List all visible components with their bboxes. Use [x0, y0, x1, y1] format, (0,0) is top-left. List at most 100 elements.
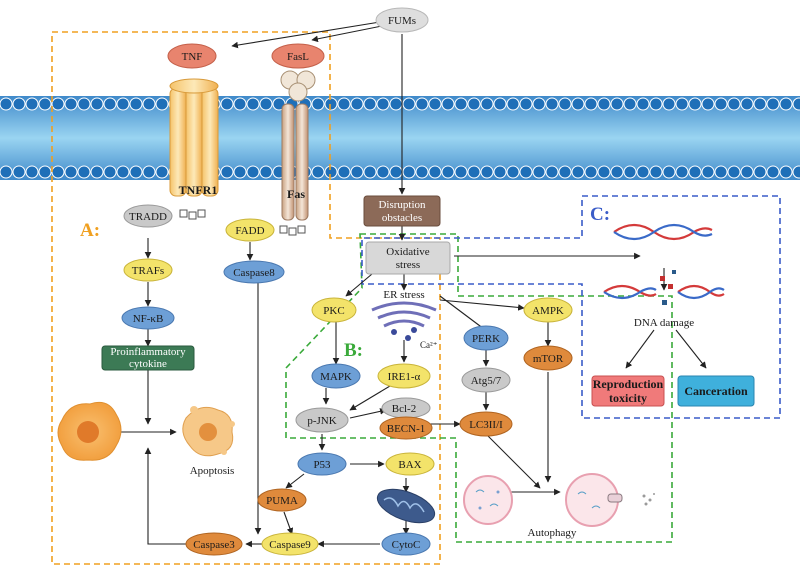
- apoptotic-cell-icon: [182, 406, 235, 457]
- node-lc3: [459, 411, 513, 437]
- label-disruption-2: obstacles: [382, 212, 422, 224]
- node-caspase9: [261, 532, 319, 556]
- lipid-head: [90, 165, 104, 179]
- lipid-head: [597, 97, 611, 111]
- lipid-head: [467, 165, 481, 179]
- label-canceration: Canceration: [684, 384, 748, 398]
- label-tnf: TNF: [182, 51, 203, 63]
- lipid-head: [12, 165, 26, 179]
- node-canceration: [677, 375, 755, 407]
- lipid-head: [441, 97, 455, 111]
- lipid-head: [116, 97, 130, 111]
- section-c-border: [361, 195, 781, 419]
- lipid-head: [12, 97, 26, 111]
- label-ampk: AMPK: [532, 305, 564, 317]
- label-tnfr1: TNFR1: [179, 183, 218, 197]
- node-ampk: [523, 297, 573, 323]
- lipid-head: [155, 165, 169, 179]
- lipid-head: [584, 165, 598, 179]
- label-repro-1: Reproduction: [593, 377, 664, 391]
- fasl-trimer-icon: [280, 70, 316, 102]
- lipid-head: [727, 97, 741, 111]
- lipid-head: [532, 165, 546, 179]
- label-bcl2: Bcl-2: [392, 403, 416, 415]
- lipid-head: [428, 165, 442, 179]
- label-fas: Fas: [287, 187, 305, 201]
- autophagosome-icon: [463, 475, 513, 525]
- node-fums: [375, 7, 429, 33]
- lipid-head: [337, 97, 351, 111]
- lipid-head: [675, 165, 689, 179]
- label-ire1a: IRE1-α: [388, 371, 421, 383]
- node-mtor: [523, 345, 573, 371]
- label-dna-damage: DNA damage: [634, 317, 694, 329]
- node-fadd: [225, 218, 275, 242]
- label-disruption-1: Disruption: [378, 199, 426, 211]
- lipid-head: [77, 165, 91, 179]
- debris-icon: [642, 493, 655, 506]
- node-bax: [385, 452, 435, 476]
- node-becn1: [379, 416, 433, 440]
- lipid-head: [415, 165, 429, 179]
- lipid-head: [571, 165, 585, 179]
- lipid-head: [779, 165, 793, 179]
- lipid-head: [51, 97, 65, 111]
- label-proinflammatory-2: cytokine: [129, 358, 167, 370]
- label-tradd: TRADD: [129, 211, 167, 223]
- label-fums: FUMs: [388, 15, 416, 27]
- lipid-head: [792, 97, 800, 111]
- lipid-head: [519, 97, 533, 111]
- lipid-head: [142, 97, 156, 111]
- healthy-cell-icon: [57, 401, 122, 461]
- lipid-head: [662, 97, 676, 111]
- lipid-head: [402, 97, 416, 111]
- lipid-head: [64, 165, 78, 179]
- lipid-head: [766, 165, 780, 179]
- lipid-head: [259, 97, 273, 111]
- label-caspase9: Caspase9: [269, 539, 311, 551]
- lipid-head: [350, 165, 364, 179]
- label-proinflammatory-1: Proinflammatory: [110, 346, 186, 358]
- lipid-head: [792, 165, 800, 179]
- lipid-head: [363, 165, 377, 179]
- label-repro-2: toxicity: [609, 391, 647, 405]
- label-ca2: Ca²⁺: [420, 340, 438, 350]
- lipid-head: [376, 97, 390, 111]
- label-autophagy: Autophagy: [528, 527, 577, 539]
- lipid-head: [142, 165, 156, 179]
- label-p53: P53: [313, 459, 331, 471]
- lipid-head: [233, 165, 247, 179]
- lipid-head: [77, 97, 91, 111]
- label-pjnk: p-JNK: [307, 415, 336, 427]
- node-p53: [297, 452, 347, 476]
- lipid-head: [545, 97, 559, 111]
- node-mapk: [311, 363, 361, 389]
- lipid-head: [441, 165, 455, 179]
- node-perk: [463, 325, 509, 351]
- lipid-head: [519, 165, 533, 179]
- node-pkc: [311, 297, 357, 323]
- lipid-head: [493, 165, 507, 179]
- label-caspase3: Caspase3: [193, 539, 235, 551]
- lipid-head: [506, 97, 520, 111]
- lipid-head: [740, 165, 754, 179]
- lipid-head: [64, 97, 78, 111]
- lipid-head: [714, 165, 728, 179]
- lipid-head: [454, 97, 468, 111]
- node-puma: [257, 488, 307, 512]
- label-lc3: LC3II/I: [469, 419, 503, 431]
- section-b-label: B:: [344, 340, 363, 361]
- label-pkc: PKC: [323, 305, 344, 317]
- lipid-head: [389, 97, 403, 111]
- lipid-head: [350, 97, 364, 111]
- pathway-arrows: [118, 21, 707, 548]
- lipid-head: [389, 165, 403, 179]
- label-cytoc: CytoC: [392, 539, 421, 551]
- lipid-head: [376, 165, 390, 179]
- label-oxidative-1: Oxidative: [386, 246, 429, 258]
- lipid-head: [103, 165, 117, 179]
- lipid-head: [25, 165, 39, 179]
- autolysosome-icon: [565, 473, 623, 527]
- lipid-head: [779, 97, 793, 111]
